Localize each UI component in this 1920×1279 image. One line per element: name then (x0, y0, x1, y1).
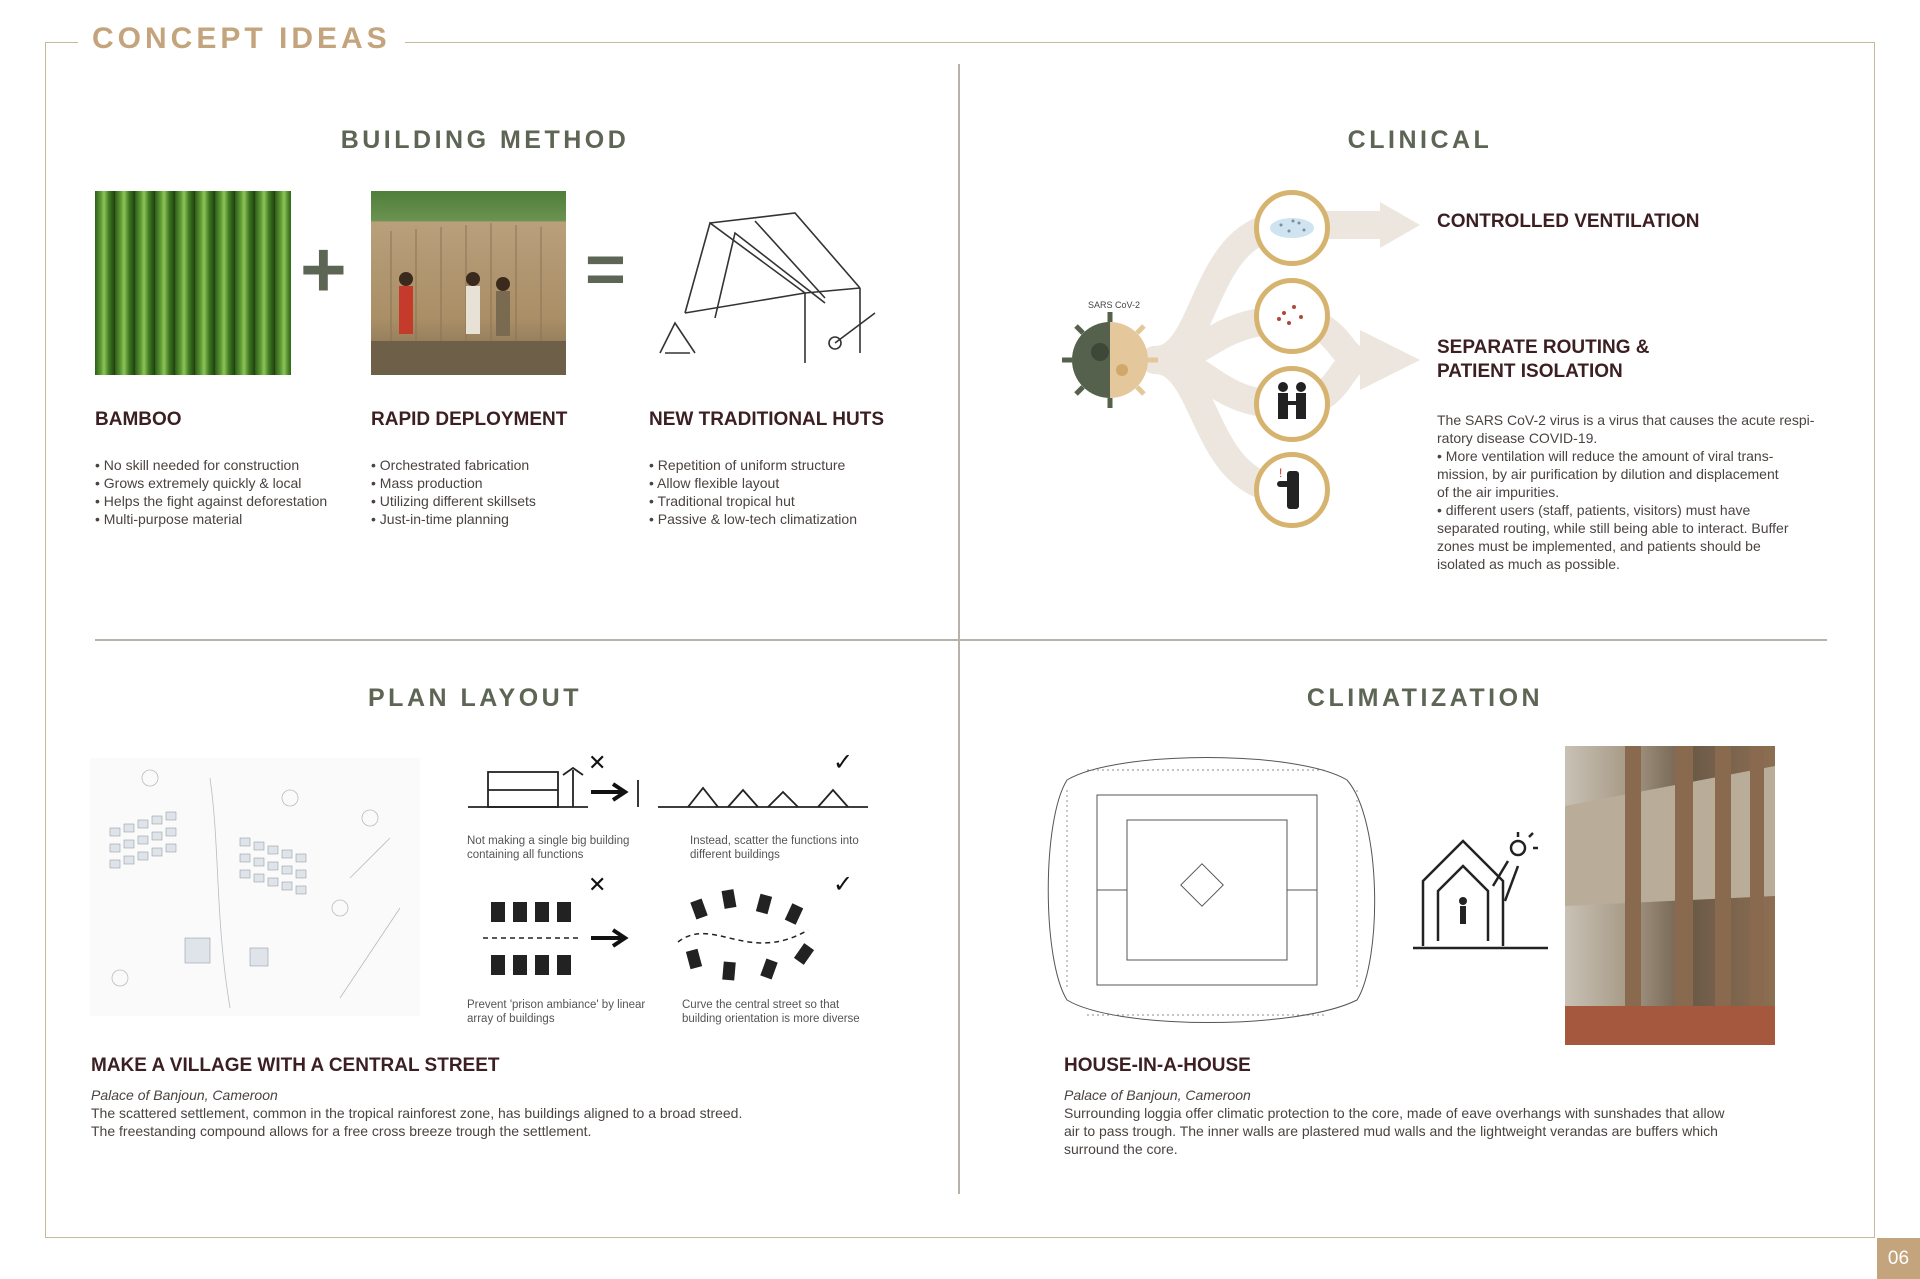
house-in-house-text: Palace of Banjoun, Cameroon Surrounding … (1064, 1086, 1824, 1158)
paragraph-line: • More ventilation will reduce the amoun… (1437, 448, 1774, 464)
reject-mark-1: ✕ (588, 750, 606, 775)
direct-transmission-icon (1254, 366, 1330, 442)
reject-mark-2: ✕ (588, 872, 606, 897)
layout-principle-sketches: ✕ ✕ ✓ ✓ (468, 750, 868, 981)
village-heading: MAKE A VILLAGE WITH A CENTRAL STREET (91, 1055, 500, 1076)
hut-sketch (659, 212, 876, 363)
paragraph-line: ratory disease COVID-19. (1437, 430, 1598, 446)
building-method-title: BUILDING METHOD (340, 126, 630, 154)
site-plan-sketch (90, 758, 420, 1016)
bullet-item: Utilizing different skillsets (371, 492, 536, 510)
caption-prison-ambiance: Prevent 'prison ambiance' by linear array… (467, 998, 645, 1026)
village-source: Palace of Banjoun, Cameroon (91, 1087, 278, 1103)
caption-curve-street: Curve the central street so that building… (682, 998, 860, 1026)
bullet-item: Passive & low-tech climatization (649, 510, 857, 528)
caption-line: Prevent 'prison ambiance' by linear (467, 999, 646, 1011)
plan-layout-title: PLAN LAYOUT (368, 684, 582, 712)
paragraph-line: Surrounding loggia offer climatic protec… (1064, 1105, 1725, 1121)
bullet-item: Mass production (371, 474, 536, 492)
clinical-paragraph: The SARS CoV-2 virus is a virus that cau… (1437, 411, 1857, 573)
paragraph-line: air to pass trough. The inner walls are … (1064, 1123, 1718, 1139)
bullet-item: Allow flexible layout (649, 474, 857, 492)
controlled-ventilation-heading: CONTROLLED VENTILATION (1437, 211, 1700, 232)
paragraph-line: of the air impurities. (1437, 484, 1560, 500)
new-traditional-huts-bullets: Repetition of uniform structure Allow fl… (649, 456, 857, 528)
vertical-divider (958, 64, 960, 1194)
page-frame (45, 42, 1875, 1238)
svg-text:!: ! (1279, 466, 1282, 480)
horizontal-divider (95, 639, 1827, 641)
caption-line: different buildings (690, 849, 780, 861)
plus-sign: + (300, 225, 347, 314)
paragraph-line: zones must be implemented, and patients … (1437, 538, 1761, 554)
caption-line: array of buildings (467, 1013, 555, 1025)
paragraph-line: The freestanding compound allows for a f… (91, 1123, 592, 1139)
bullet-item: Traditional tropical hut (649, 492, 857, 510)
caption-line: Curve the central street so that (682, 999, 840, 1011)
banjoun-palace-photo (1565, 746, 1775, 1045)
climatization-title: CLIMATIZATION (1306, 684, 1544, 712)
caption-line: containing all functions (467, 849, 584, 861)
house-in-house-source: Palace of Banjoun, Cameroon (1064, 1087, 1251, 1103)
virus-label: SARS CoV-2 (1088, 300, 1140, 310)
caption-single-building: Not making a single big building containi… (467, 834, 629, 862)
droplet-transmission-icon (1254, 278, 1330, 354)
rapid-deployment-bullets: Orchestrated fabrication Mass production… (371, 456, 536, 528)
approve-mark-2: ✓ (833, 871, 853, 898)
equals-sign: = (585, 230, 626, 308)
page-title: CONCEPT IDEAS (78, 22, 405, 56)
bamboo-photo (95, 191, 291, 375)
paragraph-line: isolated as much as possible. (1437, 556, 1620, 572)
caption-line: Instead, scatter the functions into (690, 835, 859, 847)
paragraph-line: surround the core. (1064, 1141, 1178, 1157)
paragraph-line: mission, by air purification by dilution… (1437, 466, 1779, 482)
patient-isolation-heading: PATIENT ISOLATION (1437, 361, 1623, 382)
bullet-item: Helps the fight against deforestation (95, 492, 327, 510)
transmission-diagram: SARS CoV-2 (1062, 202, 1420, 504)
caption-line: Not making a single big building (467, 835, 630, 847)
bullet-item: Multi-purpose material (95, 510, 327, 528)
page-number: 06 (1877, 1238, 1920, 1279)
rapid-deployment-heading: RAPID DEPLOYMENT (371, 409, 568, 430)
caption-scatter-functions: Instead, scatter the functions into diffe… (690, 834, 859, 862)
rapid-deployment-photo (371, 191, 566, 375)
bullet-item: No skill needed for construction (95, 456, 327, 474)
aerosol-transmission-icon (1254, 190, 1330, 266)
clinical-title: CLINICAL (1347, 126, 1493, 154)
paragraph-line: • different users (staff, patients, visi… (1437, 502, 1751, 518)
house-in-house-sketch (1413, 832, 1548, 950)
house-in-house-heading: HOUSE-IN-A-HOUSE (1064, 1055, 1251, 1076)
indirect-transmission-icon: ! (1254, 452, 1330, 528)
paragraph-line: The SARS CoV-2 virus is a virus that cau… (1437, 412, 1815, 428)
bullet-item: Grows extremely quickly & local (95, 474, 327, 492)
bamboo-bullets: No skill needed for construction Grows e… (95, 456, 327, 528)
separate-routing-heading: SEPARATE ROUTING & (1437, 337, 1650, 358)
new-traditional-huts-heading: NEW TRADITIONAL HUTS (649, 409, 885, 430)
bullet-item: Repetition of uniform structure (649, 456, 857, 474)
paragraph-line: separated routing, while still being abl… (1437, 520, 1789, 536)
bullet-item: Just-in-time planning (371, 510, 536, 528)
village-text: Palace of Banjoun, Cameroon The scattere… (91, 1086, 911, 1140)
bamboo-heading: BAMBOO (95, 409, 182, 430)
palace-plan-sketch (1047, 757, 1376, 1023)
paragraph-line: The scattered settlement, common in the … (91, 1105, 743, 1121)
approve-mark-1: ✓ (833, 750, 853, 776)
bullet-item: Orchestrated fabrication (371, 456, 536, 474)
caption-line: building orientation is more diverse (682, 1013, 860, 1025)
